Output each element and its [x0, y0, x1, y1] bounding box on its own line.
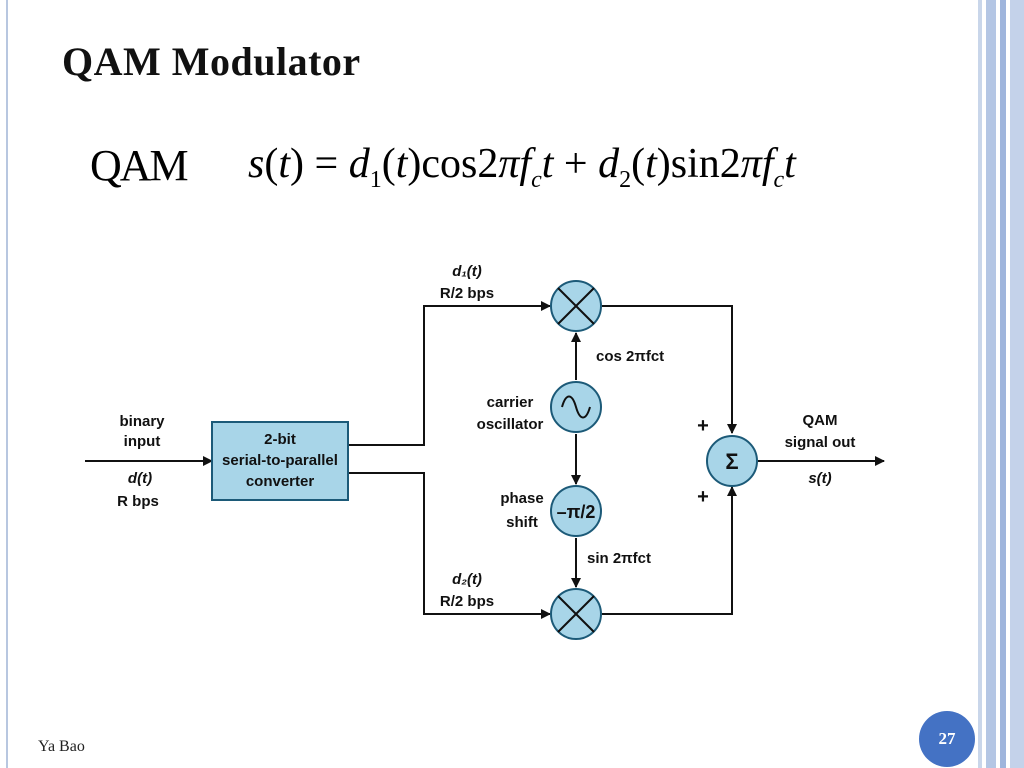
phase-shifter: –π/2: [550, 485, 602, 537]
sigma-symbol: Σ: [725, 449, 738, 474]
input-label: input: [124, 433, 161, 450]
footer-author: Ya Bao: [38, 738, 85, 755]
plus-sign-top: +: [697, 415, 709, 437]
page-number-badge: 27: [919, 711, 975, 767]
top-mixer: [550, 280, 602, 332]
output-signal-label: s(t): [808, 470, 831, 487]
bottom-branch-rate: R/2 bps: [440, 593, 494, 610]
cos-carrier-label: cos 2πfct: [596, 348, 664, 365]
qam-equation: s(t) = d1(t)cos2πfct + d2(t)sin2πfct: [248, 141, 796, 193]
converter-label: serial-to-parallel: [222, 452, 338, 469]
slide-title: QAM Modulator: [62, 39, 361, 84]
summer: Σ: [706, 435, 758, 487]
phase-shift-symbol: –π/2: [557, 502, 596, 522]
sin-carrier-label: sin 2πfct: [587, 550, 651, 567]
signal-lines: [85, 301, 885, 619]
carrier-oscillator: [550, 381, 602, 433]
input-label: binary: [119, 413, 165, 430]
sine-wave-icon: [561, 395, 591, 419]
input-signal-label: d(t): [128, 470, 152, 487]
converter-label: 2-bit: [264, 431, 296, 448]
left-border-rule: [6, 0, 8, 768]
oscillator-label: oscillator: [477, 416, 544, 433]
top-mixer-to-sum: [602, 305, 737, 434]
bottom-mixer: [550, 588, 602, 640]
serial-to-parallel-converter: [211, 421, 349, 501]
right-border-band: [986, 0, 996, 768]
bottom-mixer-to-sum: [602, 486, 737, 615]
bottom-branch-signal: d₂(t): [452, 571, 482, 588]
top-branch-signal: d₁(t): [452, 263, 481, 280]
phase-label: phase: [500, 490, 543, 507]
output-label: QAM: [803, 412, 838, 429]
output-label: signal out: [785, 434, 856, 451]
right-border-band: [1010, 0, 1024, 768]
plus-sign-bottom: +: [697, 486, 709, 508]
phase-label: shift: [506, 514, 538, 531]
oscillator-label: carrier: [487, 394, 534, 411]
top-branch-line: [348, 301, 551, 446]
bottom-branch-line: [348, 472, 551, 619]
right-border-band: [978, 0, 982, 768]
converter-label: converter: [246, 473, 315, 490]
top-branch-rate: R/2 bps: [440, 285, 494, 302]
right-border-band: [1000, 0, 1006, 768]
input-rate-label: R bps: [117, 493, 159, 510]
equation-label: QAM: [90, 141, 189, 190]
